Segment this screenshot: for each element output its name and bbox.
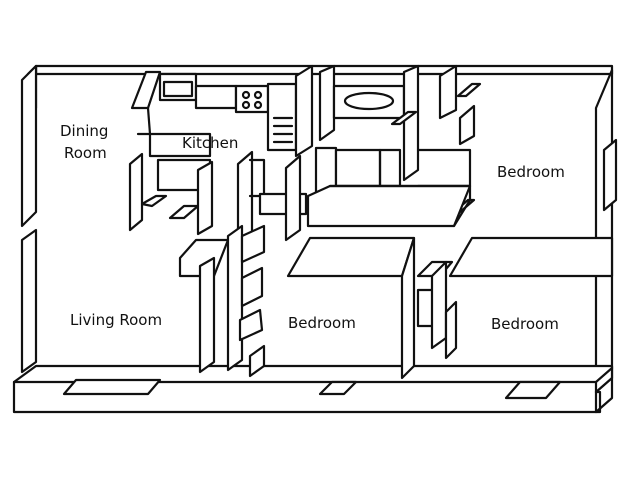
bath-cabinet bbox=[378, 148, 402, 188]
bedroom-center-closet-lower bbox=[238, 308, 264, 342]
bedroom-ne-door-stub bbox=[458, 104, 476, 146]
window-east bbox=[602, 138, 618, 212]
east-wall bbox=[594, 68, 614, 394]
room-label-living-room: Living Room bbox=[70, 311, 162, 329]
bedroom-center-east-wall bbox=[400, 236, 416, 380]
bedroom-center-top-wall bbox=[286, 236, 416, 278]
bedroom-se-door-stub bbox=[444, 300, 458, 360]
dining-wall-stub bbox=[128, 152, 144, 232]
bath-west-wall bbox=[318, 64, 336, 142]
hall-slab bbox=[306, 184, 472, 228]
dining-stub-cap bbox=[140, 194, 168, 208]
exterior-walls bbox=[12, 64, 618, 414]
bedroom-center-west-wall bbox=[226, 224, 244, 372]
kitchen-stove bbox=[234, 84, 270, 114]
bathroom bbox=[314, 64, 420, 198]
west-wall-upper bbox=[20, 64, 38, 228]
bedroom-se-walls bbox=[416, 236, 614, 360]
bedroom-se-closet-wall bbox=[430, 260, 448, 350]
window-bedroom-center bbox=[318, 380, 358, 396]
bath-east-wall bbox=[402, 64, 420, 182]
hall-wall-left bbox=[196, 160, 214, 236]
bedroom-center-closet bbox=[240, 266, 264, 308]
bedroom-ne-hall-wall bbox=[416, 148, 472, 188]
room-label-kitchen: Kitchen bbox=[182, 134, 238, 152]
south-wall-end bbox=[594, 376, 614, 414]
room-label-bedroom-center: Bedroom bbox=[288, 314, 356, 332]
bedroom-se-top-wall bbox=[448, 236, 614, 278]
kitchen-sink-basin bbox=[162, 80, 194, 98]
hall-floor-edge bbox=[328, 184, 472, 228]
stove-burner bbox=[253, 90, 263, 100]
dining-kitchen-walls bbox=[130, 64, 314, 158]
living-east-wall bbox=[198, 256, 216, 374]
bedroom-ne-walls bbox=[416, 64, 482, 214]
bedroom-center-walls bbox=[178, 224, 416, 380]
hall-closet bbox=[248, 158, 266, 198]
room-labels: Dining Room Kitchen Bedroom Living Room … bbox=[60, 122, 565, 333]
hall-wall-right bbox=[284, 154, 302, 242]
room-label-dining: Dining bbox=[60, 122, 108, 140]
room-label-dining-2: Room bbox=[64, 144, 107, 162]
bathtub bbox=[343, 91, 395, 111]
bedroom-ne-closet-wall bbox=[438, 64, 458, 120]
stove-burner bbox=[241, 90, 251, 100]
window-bedroom-se bbox=[504, 380, 562, 400]
west-wall-lower bbox=[20, 228, 38, 374]
room-label-bedroom-se: Bedroom bbox=[491, 315, 559, 333]
stove-burner bbox=[241, 100, 251, 110]
bedroom-center-door-bottom bbox=[248, 344, 266, 378]
bath-door-jamb bbox=[390, 110, 418, 126]
window-living-room bbox=[62, 378, 162, 396]
kitchen-east-wall bbox=[294, 64, 314, 158]
hall-floor-tile bbox=[168, 204, 200, 220]
interior-walls-west bbox=[128, 150, 308, 252]
hall-floor bbox=[306, 184, 472, 228]
bath-counter bbox=[334, 148, 382, 188]
kitchen-counter bbox=[194, 84, 238, 110]
kitchen-island-outline bbox=[148, 132, 212, 158]
stove-burner bbox=[253, 100, 263, 110]
bedroom-ne-closet-cap bbox=[456, 82, 482, 98]
bedroom-center-door-top bbox=[240, 224, 266, 264]
living-hall-corner bbox=[178, 238, 230, 278]
fridge-shelves bbox=[272, 116, 294, 144]
kitchen-counter-left bbox=[130, 70, 162, 110]
dining-kitchen-divider bbox=[136, 106, 152, 136]
room-label-bedroom-ne: Bedroom bbox=[497, 163, 565, 181]
